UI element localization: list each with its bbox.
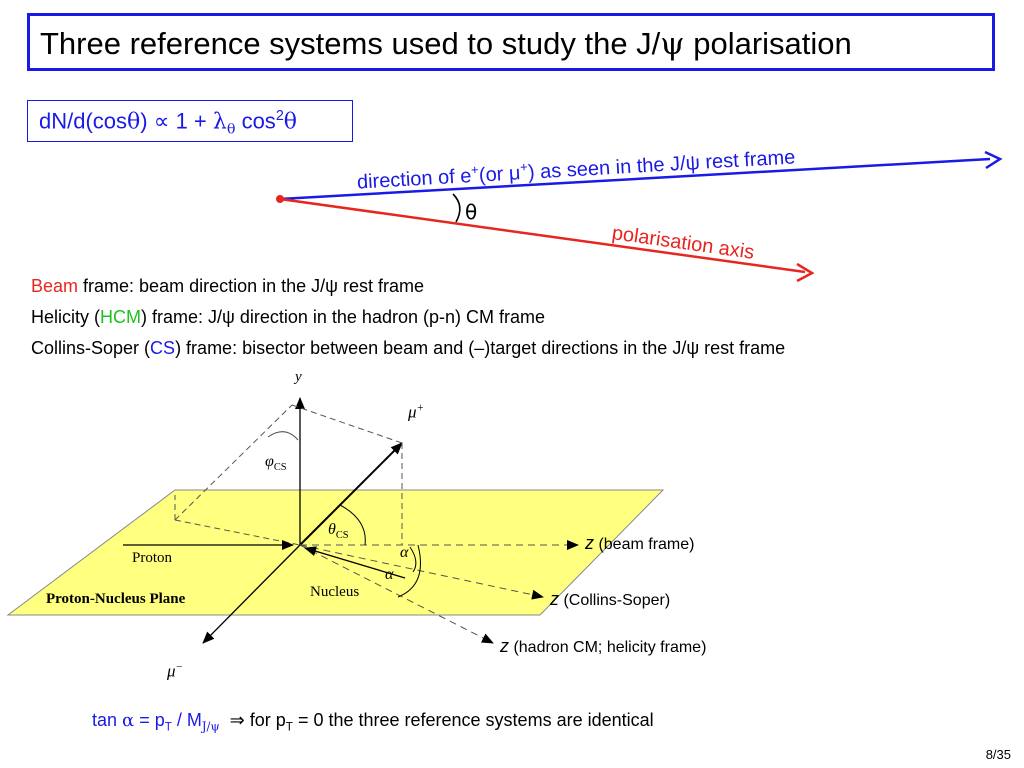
- phi-cs-label: φCS: [265, 453, 287, 474]
- formula-box: dN/d(cosθ) ∝ 1 + λθ cos2θ: [27, 100, 353, 142]
- helicity-frame-line: Helicity (HCM) frame: J/ψ direction in t…: [31, 307, 545, 327]
- alpha-arc-lower: [397, 544, 421, 598]
- y-axis-label: y: [295, 369, 302, 385]
- mu-minus-label: μ−: [167, 661, 184, 681]
- page-number: 8/35: [985, 747, 1011, 762]
- alpha-label-lower: α: [385, 566, 394, 583]
- theta-arc: [452, 193, 461, 223]
- polarisation-axis-line: [279, 197, 806, 274]
- z-beam-label: z (beam frame): [585, 533, 695, 553]
- slide-title: Three reference systems used to study th…: [40, 26, 852, 62]
- direction-arrowhead: [984, 150, 1003, 170]
- mu-minus-arrow: [202, 544, 301, 644]
- projection-top: [291, 404, 403, 444]
- direction-line: [279, 157, 991, 201]
- reference-frames-figure: [6, 397, 665, 644]
- theta-label: θ: [465, 200, 478, 224]
- proton-label: Proton: [132, 550, 173, 566]
- tan-alpha-statement: tan α = pT / MJ/ψ ⇒ for pT = 0 the three…: [92, 710, 654, 734]
- origin-dot: [276, 195, 284, 203]
- alpha-arc-upper: [409, 546, 417, 573]
- nucleus-label: Nucleus: [310, 584, 360, 600]
- title-box: Three reference systems used to study th…: [27, 13, 995, 71]
- z-helicity-axis: [299, 544, 494, 644]
- z-collins-soper-axis: [299, 544, 544, 600]
- z-helicity-label: z (hadron CM; helicity frame): [500, 636, 707, 656]
- beam-frame-line: Beam frame: beam direction in the J/ψ re…: [31, 276, 424, 296]
- angular-distribution-formula: dN/d(cosθ) ∝ 1 + λθ cos2θ: [39, 108, 298, 138]
- alpha-label-upper: α: [400, 544, 409, 561]
- z-collins-soper-label: z (Collins-Soper): [550, 589, 671, 609]
- polarisation-angle-diagram: [276, 150, 1003, 283]
- projection-to-y: [174, 404, 293, 521]
- theta-cs-label: θCS: [328, 521, 349, 542]
- mu-plus-arrow: [299, 442, 403, 546]
- theta-cs-arc: [339, 504, 366, 546]
- phi-arc: [267, 431, 299, 441]
- nucleus-arrow: [304, 546, 406, 579]
- polarisation-arrowhead: [796, 262, 815, 283]
- mu-plus-label: μ+: [408, 402, 425, 422]
- plane-label: Proton-Nucleus Plane: [46, 591, 186, 607]
- collins-soper-frame-line: Collins-Soper (CS) frame: bisector betwe…: [31, 338, 786, 358]
- mu-projection-in-plane: [174, 519, 301, 546]
